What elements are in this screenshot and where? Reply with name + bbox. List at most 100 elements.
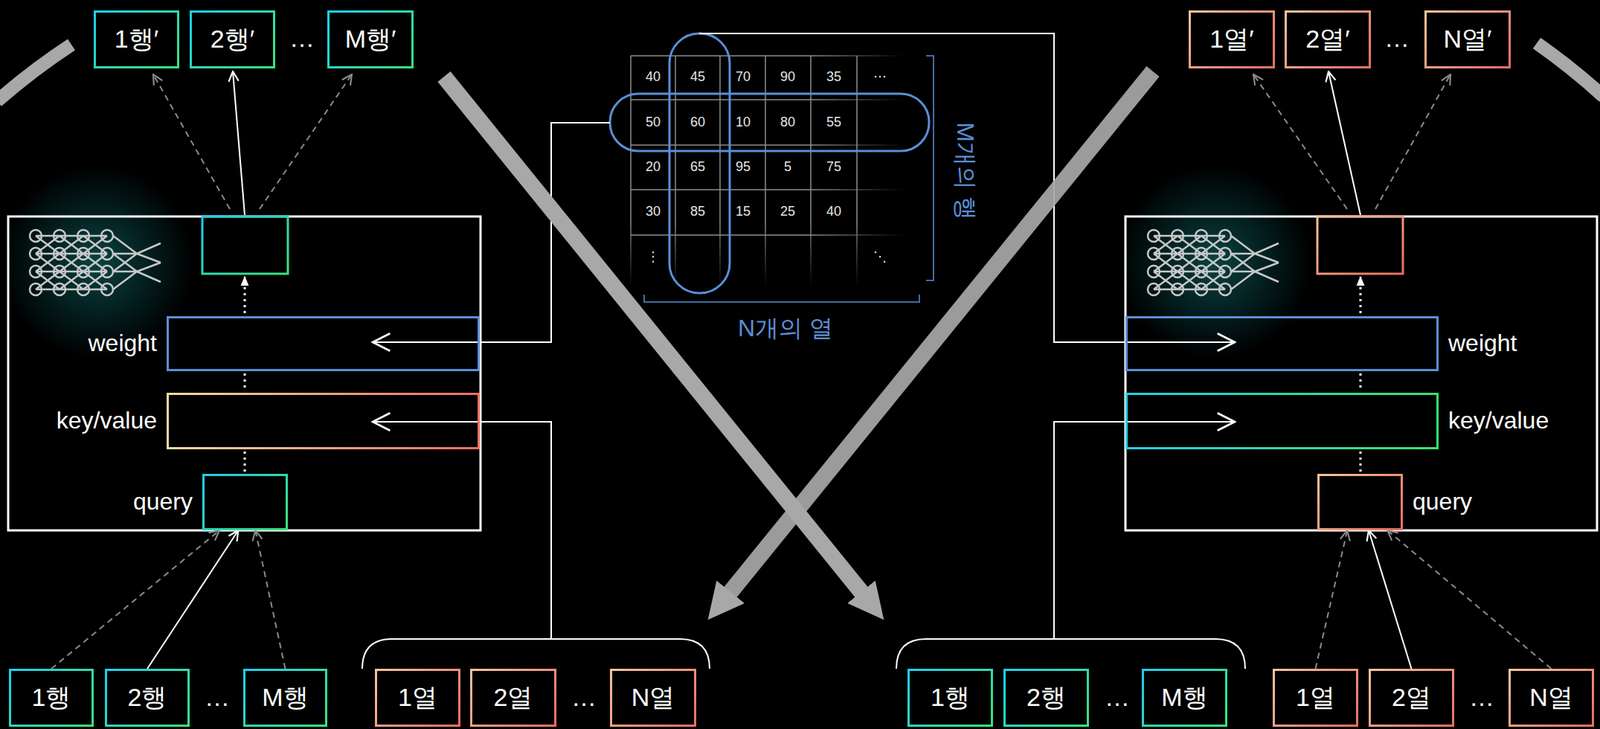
output-arrow — [153, 74, 230, 210]
matrix-cell: 60 — [690, 115, 706, 131]
matrix-grid — [630, 55, 904, 236]
row-output-box: 2행′ — [189, 10, 276, 69]
row-output-box: 1행′ — [93, 10, 180, 69]
dotted-flow — [1359, 276, 1362, 314]
box-label: M행′ — [345, 25, 397, 53]
swap-arrow — [723, 71, 1153, 601]
neural-network-icon — [1147, 229, 1279, 296]
weight-box: weight — [1125, 316, 1439, 372]
column-box: 2열 — [470, 668, 557, 727]
dimension-bracket — [926, 55, 934, 281]
dotted-flow — [1359, 373, 1362, 392]
box-label: 1행′ — [114, 25, 159, 53]
row-box: 1행 — [8, 668, 94, 727]
icon-glow — [0, 165, 194, 359]
output-arrow — [1253, 74, 1348, 210]
group-bracket — [362, 638, 710, 669]
layer-label: query — [1412, 488, 1473, 515]
matrix-cell: 25 — [780, 204, 796, 220]
row-box: 2행 — [104, 668, 190, 727]
layer-label: weight — [88, 330, 158, 357]
dotted-flow — [243, 451, 247, 473]
axis-label: M개의 행 — [951, 121, 978, 221]
column-box: 1열 — [1272, 668, 1359, 727]
key-value-box: key/value — [1125, 392, 1439, 450]
axis-label: N개의 열 — [737, 315, 834, 342]
matrix-cell: 15 — [735, 204, 751, 220]
row-box: 1행 — [907, 668, 994, 727]
key-value-box: key/value — [166, 392, 480, 450]
weight-box: weight — [166, 316, 480, 372]
output-arrow — [232, 71, 245, 215]
query-box: query — [202, 473, 288, 531]
group-bracket — [896, 638, 1246, 669]
matrix-cell: 55 — [826, 115, 842, 131]
box-label: N열 — [631, 683, 676, 712]
output-box — [1317, 216, 1403, 274]
box-label: N열 — [1529, 683, 1574, 712]
query-box: query — [1317, 473, 1403, 531]
box-label: 2열′ — [1305, 25, 1350, 53]
matrix-cell: 80 — [780, 115, 796, 131]
box-label: 2열 — [1391, 683, 1432, 712]
layer-label: query — [133, 488, 193, 515]
box-label: 1열 — [397, 683, 438, 712]
input-arrow — [255, 530, 285, 669]
column-highlight — [669, 33, 730, 294]
dotted-flow — [243, 373, 247, 392]
matrix-cell: 45 — [690, 69, 706, 85]
matrix-cell: 95 — [735, 159, 751, 175]
matrix-cell: 40 — [645, 69, 661, 85]
ellipsis: … — [1469, 683, 1495, 712]
icon-glow — [1117, 165, 1312, 359]
box-label: M행 — [1161, 683, 1208, 712]
output-arrow — [259, 74, 352, 210]
ellipsis: … — [1104, 683, 1130, 712]
matrix-cell: 50 — [645, 115, 661, 131]
ellipsis: … — [204, 683, 230, 712]
output-arrow — [1328, 71, 1361, 215]
ellipsis: … — [1384, 24, 1410, 53]
layer-label: key/value — [56, 407, 157, 434]
input-arrow — [1368, 530, 1412, 669]
decor-arc — [1536, 43, 1600, 97]
ellipsis: … — [289, 24, 315, 53]
matrix-cell: ⋯ — [873, 69, 887, 85]
column-box: 2열 — [1368, 668, 1455, 727]
layer-label: weight — [1448, 330, 1518, 357]
dotted-flow — [243, 276, 247, 314]
box-label: 1행 — [930, 683, 970, 712]
box-label: 2행 — [127, 683, 168, 712]
neural-network-icon — [29, 229, 161, 296]
box-label: N열′ — [1443, 25, 1493, 53]
matrix-cell: ⋮ — [646, 249, 660, 265]
column-box: N열 — [1508, 668, 1595, 727]
input-arrow — [1315, 530, 1348, 669]
matrix-cell: 10 — [735, 115, 751, 131]
swap-arrow — [444, 76, 869, 601]
ellipsis: … — [571, 683, 597, 712]
box-label: M행 — [261, 683, 308, 712]
matrix-cell: 65 — [690, 159, 706, 175]
dimension-bracket — [644, 294, 920, 302]
input-arrow — [51, 530, 220, 669]
row-box: 2행 — [1003, 668, 1089, 727]
matrix-cell: 70 — [735, 69, 751, 85]
layer-label: key/value — [1448, 407, 1549, 434]
input-arrow — [147, 530, 239, 669]
row-output-box: M행′ — [327, 10, 414, 69]
model-panel — [8, 216, 481, 531]
box-label: 2행′ — [210, 25, 255, 53]
dotted-flow — [1359, 451, 1362, 473]
matrix-cell: 35 — [826, 69, 842, 85]
column-output-box: N열′ — [1424, 10, 1511, 69]
column-box: 1열 — [374, 668, 461, 727]
matrix-cell: ⋱ — [873, 249, 887, 265]
box-label: 1행 — [31, 683, 72, 712]
decor-arc — [0, 44, 72, 102]
matrix-grid — [630, 55, 857, 287]
box-label: 1열′ — [1209, 25, 1254, 53]
output-arrow — [1375, 74, 1451, 210]
